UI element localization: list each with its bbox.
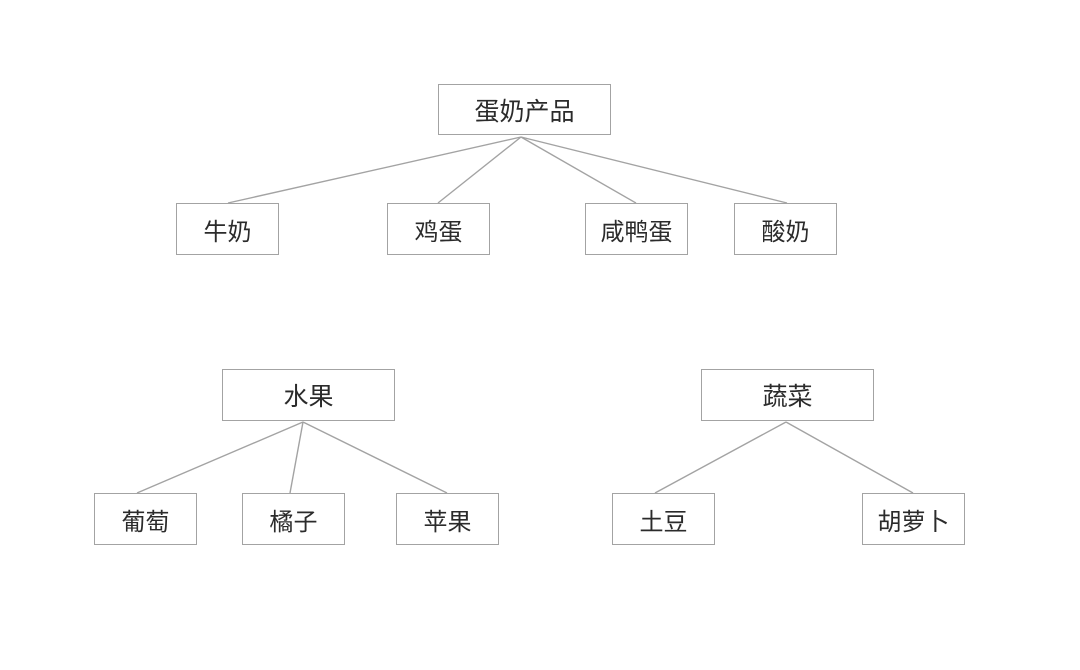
edge-dairy-milk — [227, 136, 522, 204]
edge-dairy-yogurt — [520, 136, 788, 204]
edge-fruit-orange — [289, 421, 304, 494]
node-dairy-products: 蛋奶产品 — [438, 84, 611, 135]
node-apple: 苹果 — [396, 493, 499, 545]
edge-veg-carrot — [785, 421, 914, 494]
edge-fruit-grape — [136, 421, 304, 494]
edge-fruit-apple — [302, 421, 448, 494]
edge-dairy-salted-duck-egg — [520, 136, 637, 204]
node-carrot: 胡萝卜 — [862, 493, 965, 545]
node-orange: 橘子 — [242, 493, 345, 545]
edge-veg-potato — [654, 421, 787, 494]
node-egg: 鸡蛋 — [387, 203, 490, 255]
node-yogurt: 酸奶 — [734, 203, 837, 255]
node-salted-duck-egg: 咸鸭蛋 — [585, 203, 688, 255]
node-vegetables: 蔬菜 — [701, 369, 874, 421]
node-potato: 土豆 — [612, 493, 715, 545]
node-milk: 牛奶 — [176, 203, 279, 255]
node-fruit: 水果 — [222, 369, 395, 421]
edge-dairy-egg — [437, 136, 522, 204]
node-grape: 葡萄 — [94, 493, 197, 545]
